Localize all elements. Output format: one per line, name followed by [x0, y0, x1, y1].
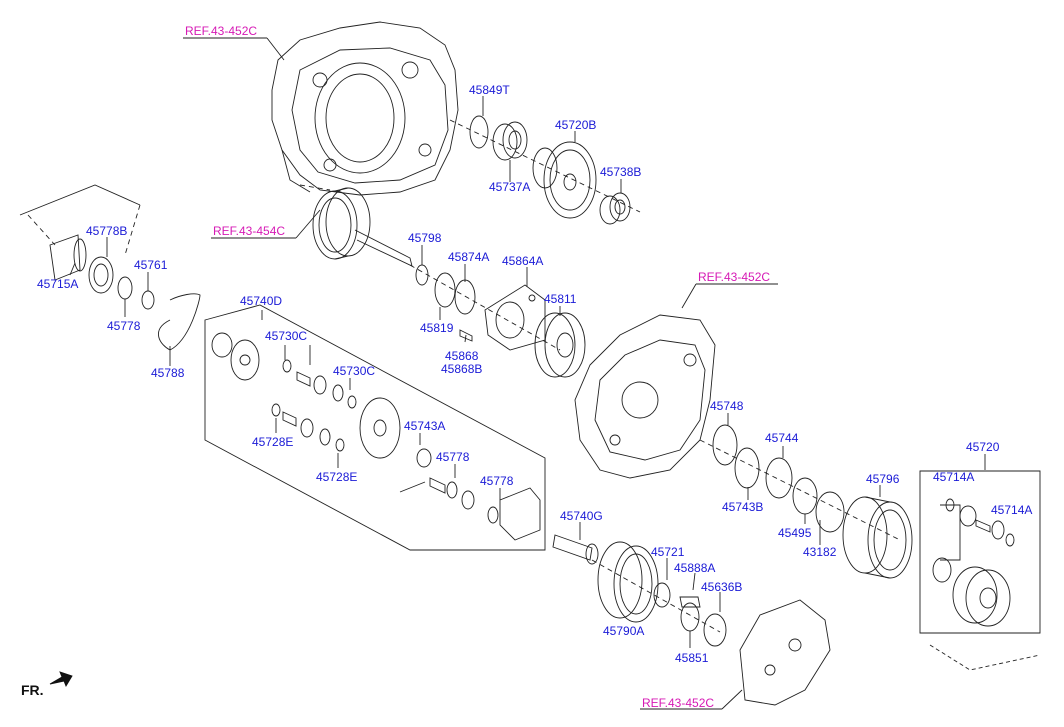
part-label-45743B[interactable]: 45743B — [722, 500, 764, 514]
bracket-45864A — [484, 284, 546, 351]
part-label-45721[interactable]: 45721 — [651, 545, 685, 559]
ring-gear-45790A — [597, 541, 659, 623]
part-label-43182[interactable]: 43182 — [803, 545, 837, 559]
clip-45888A — [679, 596, 701, 608]
transmission-case-top — [271, 21, 459, 196]
bolt-45868 — [459, 329, 473, 342]
part-label-45778-left[interactable]: 45778 — [107, 319, 141, 333]
plate-43182 — [815, 491, 845, 533]
part-label-45864A[interactable]: 45864A — [502, 254, 544, 268]
part-label-45636B[interactable]: 45636B — [701, 580, 743, 594]
ref-label-top-case[interactable]: REF.43-452C — [185, 24, 258, 38]
part-label-45778B[interactable]: 45778B — [86, 224, 128, 238]
ring-45748 — [712, 424, 738, 466]
gear-45811 — [534, 312, 586, 378]
ring-45798 — [415, 264, 429, 286]
front-arrow-icon — [49, 671, 73, 688]
part-label-45728E-upper[interactable]: 45728E — [252, 435, 294, 449]
shaft-45740G — [552, 534, 599, 565]
part-label-45720[interactable]: 45720 — [966, 440, 1000, 454]
ring-45495 — [792, 477, 818, 515]
part-label-45744[interactable]: 45744 — [765, 431, 799, 445]
part-label-45743A[interactable]: 45743A — [404, 419, 446, 433]
ring-45636B — [703, 613, 727, 647]
part-label-45819[interactable]: 45819 — [420, 321, 454, 335]
part-label-45714A-right[interactable]: 45714A — [991, 503, 1033, 517]
ring-45819 — [454, 279, 476, 315]
part-label-45849T[interactable]: 45849T — [469, 83, 510, 97]
part-label-45778-right[interactable]: 45778 — [480, 474, 514, 488]
part-label-45761[interactable]: 45761 — [134, 258, 168, 272]
transmission-cover-bottom — [739, 599, 831, 706]
transmission-case-middle — [574, 314, 716, 479]
part-label-45715A[interactable]: 45715A — [37, 277, 79, 291]
left-shaft-assembly — [19, 184, 201, 351]
assembly-box-45740D — [204, 304, 546, 551]
ring-45721 — [653, 582, 671, 608]
part-label-45874A[interactable]: 45874A — [448, 250, 490, 264]
part-label-45851[interactable]: 45851 — [675, 651, 709, 665]
drum-45796 — [842, 496, 913, 579]
part-label-45811[interactable]: 45811 — [544, 292, 577, 306]
part-label-45868B[interactable]: 45868B — [441, 362, 483, 376]
part-label-45788[interactable]: 45788 — [151, 366, 185, 380]
part-label-45798[interactable]: 45798 — [408, 231, 442, 245]
ref-label-output-shaft[interactable]: REF.43-454C — [213, 224, 286, 238]
ref-label-bottom-cover[interactable]: REF.43-452C — [642, 696, 715, 710]
ref-label-middle-case[interactable]: REF.43-452C — [698, 270, 771, 284]
part-label-45790A[interactable]: 45790A — [603, 624, 645, 638]
part-label-45714A-left[interactable]: 45714A — [933, 470, 975, 484]
part-label-45868[interactable]: 45868 — [445, 349, 479, 363]
part-label-45730C-upper[interactable]: 45730C — [265, 329, 308, 343]
part-label-45720B[interactable]: 45720B — [555, 118, 597, 132]
part-label-45737A[interactable]: 45737A — [489, 180, 531, 194]
ring-45744 — [765, 457, 793, 499]
gear-45720B — [532, 141, 597, 219]
ring-45874A — [434, 272, 456, 308]
part-label-45740D[interactable]: 45740D — [240, 294, 283, 308]
part-label-45796[interactable]: 45796 — [866, 472, 900, 486]
output-shaft-gear — [312, 187, 413, 267]
part-label-45740G[interactable]: 45740G — [560, 509, 603, 523]
part-label-45888A[interactable]: 45888A — [674, 561, 716, 575]
bearing-45738B — [599, 192, 631, 225]
part-label-45730C-lower[interactable]: 45730C — [333, 364, 376, 378]
part-label-45738B[interactable]: 45738B — [600, 165, 642, 179]
part-label-45748[interactable]: 45748 — [710, 399, 744, 413]
front-direction-label: FR. — [21, 682, 44, 698]
part-label-45778-middle[interactable]: 45778 — [436, 450, 470, 464]
part-label-45495[interactable]: 45495 — [778, 526, 812, 540]
part-label-45728E-lower[interactable]: 45728E — [316, 470, 358, 484]
leader-lines — [69, 37, 986, 710]
assembly-box-45720 — [919, 470, 1041, 671]
ring-45743B — [734, 447, 760, 489]
bearing-45737A — [492, 121, 528, 161]
alignment-lines — [27, 119, 901, 633]
ring-45849T — [469, 115, 489, 149]
